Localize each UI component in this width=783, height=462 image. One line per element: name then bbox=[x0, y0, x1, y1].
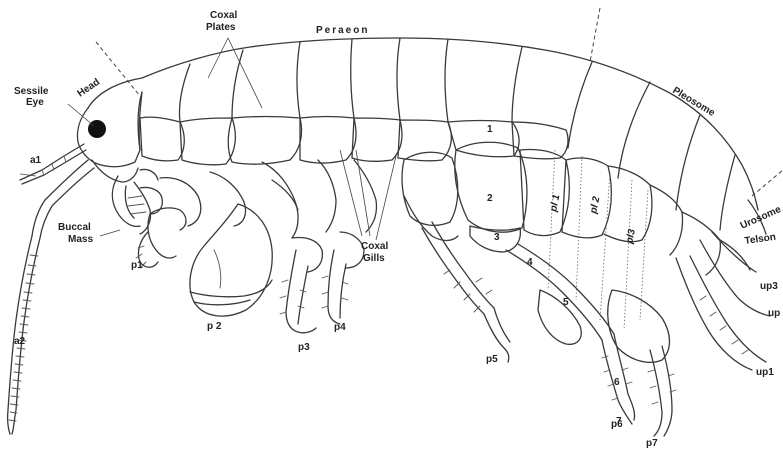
label-coxal-gills-2: Gills bbox=[363, 253, 385, 264]
label-coxal-plates-2: Plates bbox=[206, 22, 236, 33]
label-plate-5: 5 bbox=[563, 297, 569, 308]
label-pl1: pl 1 bbox=[548, 193, 563, 214]
pereopod-2 bbox=[190, 172, 272, 316]
label-coxal-gills-1: Coxal bbox=[361, 241, 388, 252]
label-coxal-plates-1: Coxal bbox=[210, 10, 237, 21]
lower-coxal-plates bbox=[402, 142, 611, 252]
label-sessile-eye-2: Eye bbox=[26, 97, 44, 108]
pereopod-1 bbox=[136, 178, 201, 268]
label-telson: Telson bbox=[744, 232, 777, 247]
label-p5: p5 bbox=[486, 354, 498, 365]
label-p1: p1 bbox=[131, 260, 143, 271]
labels: Sessile Eye Head Coxal Plates Peraeon Pl… bbox=[14, 10, 783, 449]
label-plate-6: 6 bbox=[614, 377, 620, 388]
label-sessile-eye-1: Sessile bbox=[14, 86, 49, 97]
label-peraeon: Peraeon bbox=[316, 25, 369, 36]
pereopod-6 bbox=[506, 244, 635, 424]
label-p3: p3 bbox=[298, 342, 310, 353]
tagma-dividers bbox=[96, 8, 783, 196]
antenna-2 bbox=[8, 160, 94, 434]
label-up2: up bbox=[768, 308, 780, 319]
label-up3: up3 bbox=[760, 281, 778, 292]
pereopod-3 bbox=[262, 162, 322, 333]
coxal-plates bbox=[140, 117, 568, 165]
label-a1: a1 bbox=[30, 155, 42, 166]
label-plate-7: 7 bbox=[616, 416, 622, 427]
label-p7: p7 bbox=[646, 438, 658, 449]
head-parts bbox=[88, 120, 162, 234]
label-p4: p4 bbox=[334, 322, 346, 333]
label-plate-3: 3 bbox=[494, 232, 500, 243]
label-plate-1: 1 bbox=[487, 124, 493, 135]
label-up1: up1 bbox=[756, 367, 774, 378]
label-urosome: Urosome bbox=[739, 204, 783, 232]
leader-lines bbox=[20, 38, 396, 240]
label-pl2: pl 2 bbox=[588, 195, 603, 216]
label-a2: a2 bbox=[14, 336, 26, 347]
label-plate-2: 2 bbox=[487, 193, 493, 204]
label-plate-4: 4 bbox=[527, 257, 533, 268]
label-pl3: pl3 bbox=[624, 228, 638, 246]
label-buccal-mass-1: Buccal bbox=[58, 222, 91, 233]
pereopod-5 bbox=[404, 196, 510, 362]
label-pleosome: Pleosome bbox=[670, 85, 717, 119]
pereopod-7 bbox=[608, 290, 676, 436]
label-p2: p 2 bbox=[207, 321, 222, 332]
label-buccal-mass-2: Mass bbox=[68, 234, 93, 245]
